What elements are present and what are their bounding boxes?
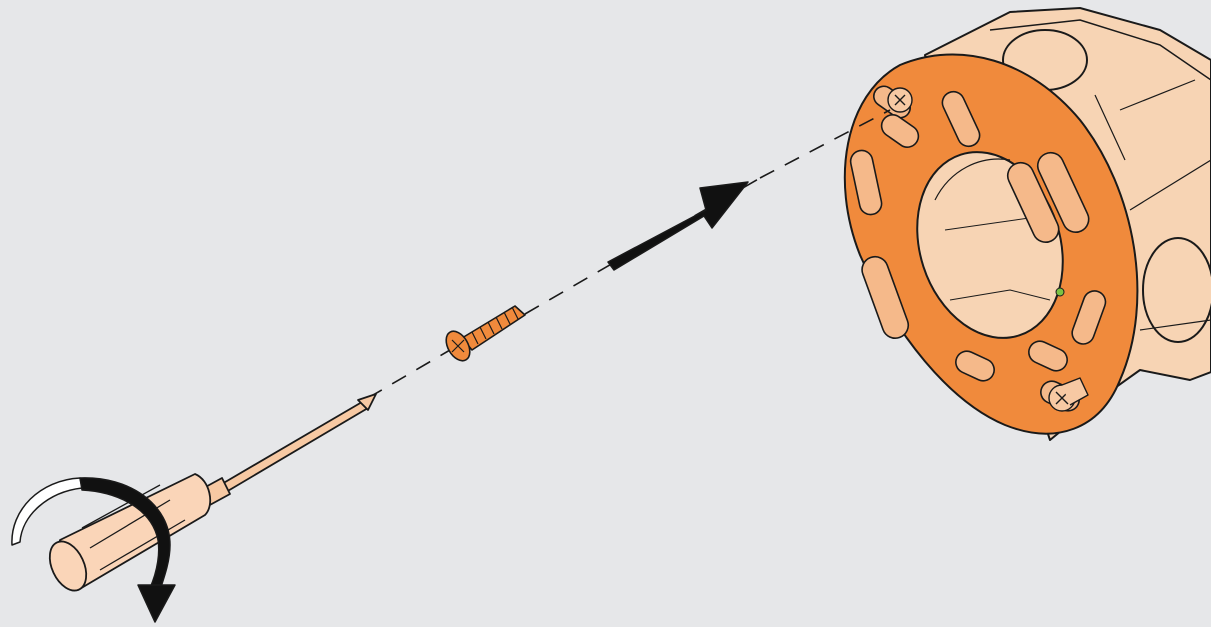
insertion-arrow-icon	[607, 181, 749, 271]
marker-dot-icon	[1055, 287, 1065, 297]
mounting-ring-icon	[843, 53, 1139, 435]
screw-icon	[445, 305, 526, 362]
screwdriver-icon	[48, 393, 377, 592]
rotation-arrow-icon	[11, 477, 176, 623]
